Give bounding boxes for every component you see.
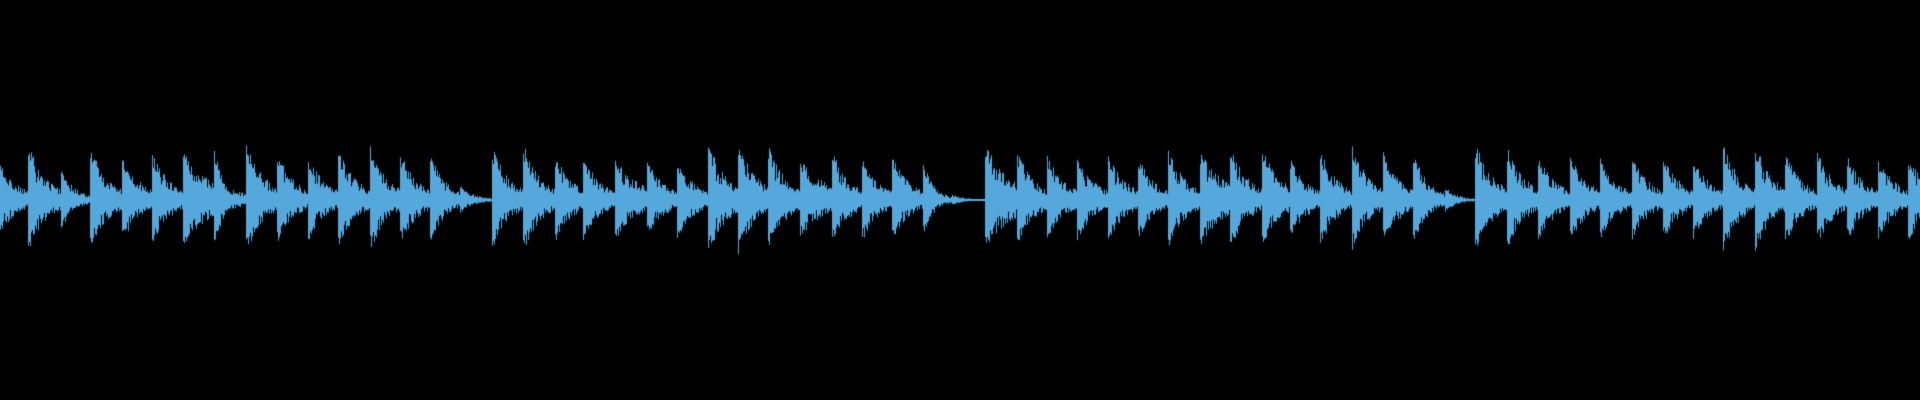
audio-waveform-canvas xyxy=(0,0,1920,400)
waveform-panel xyxy=(0,0,1920,400)
